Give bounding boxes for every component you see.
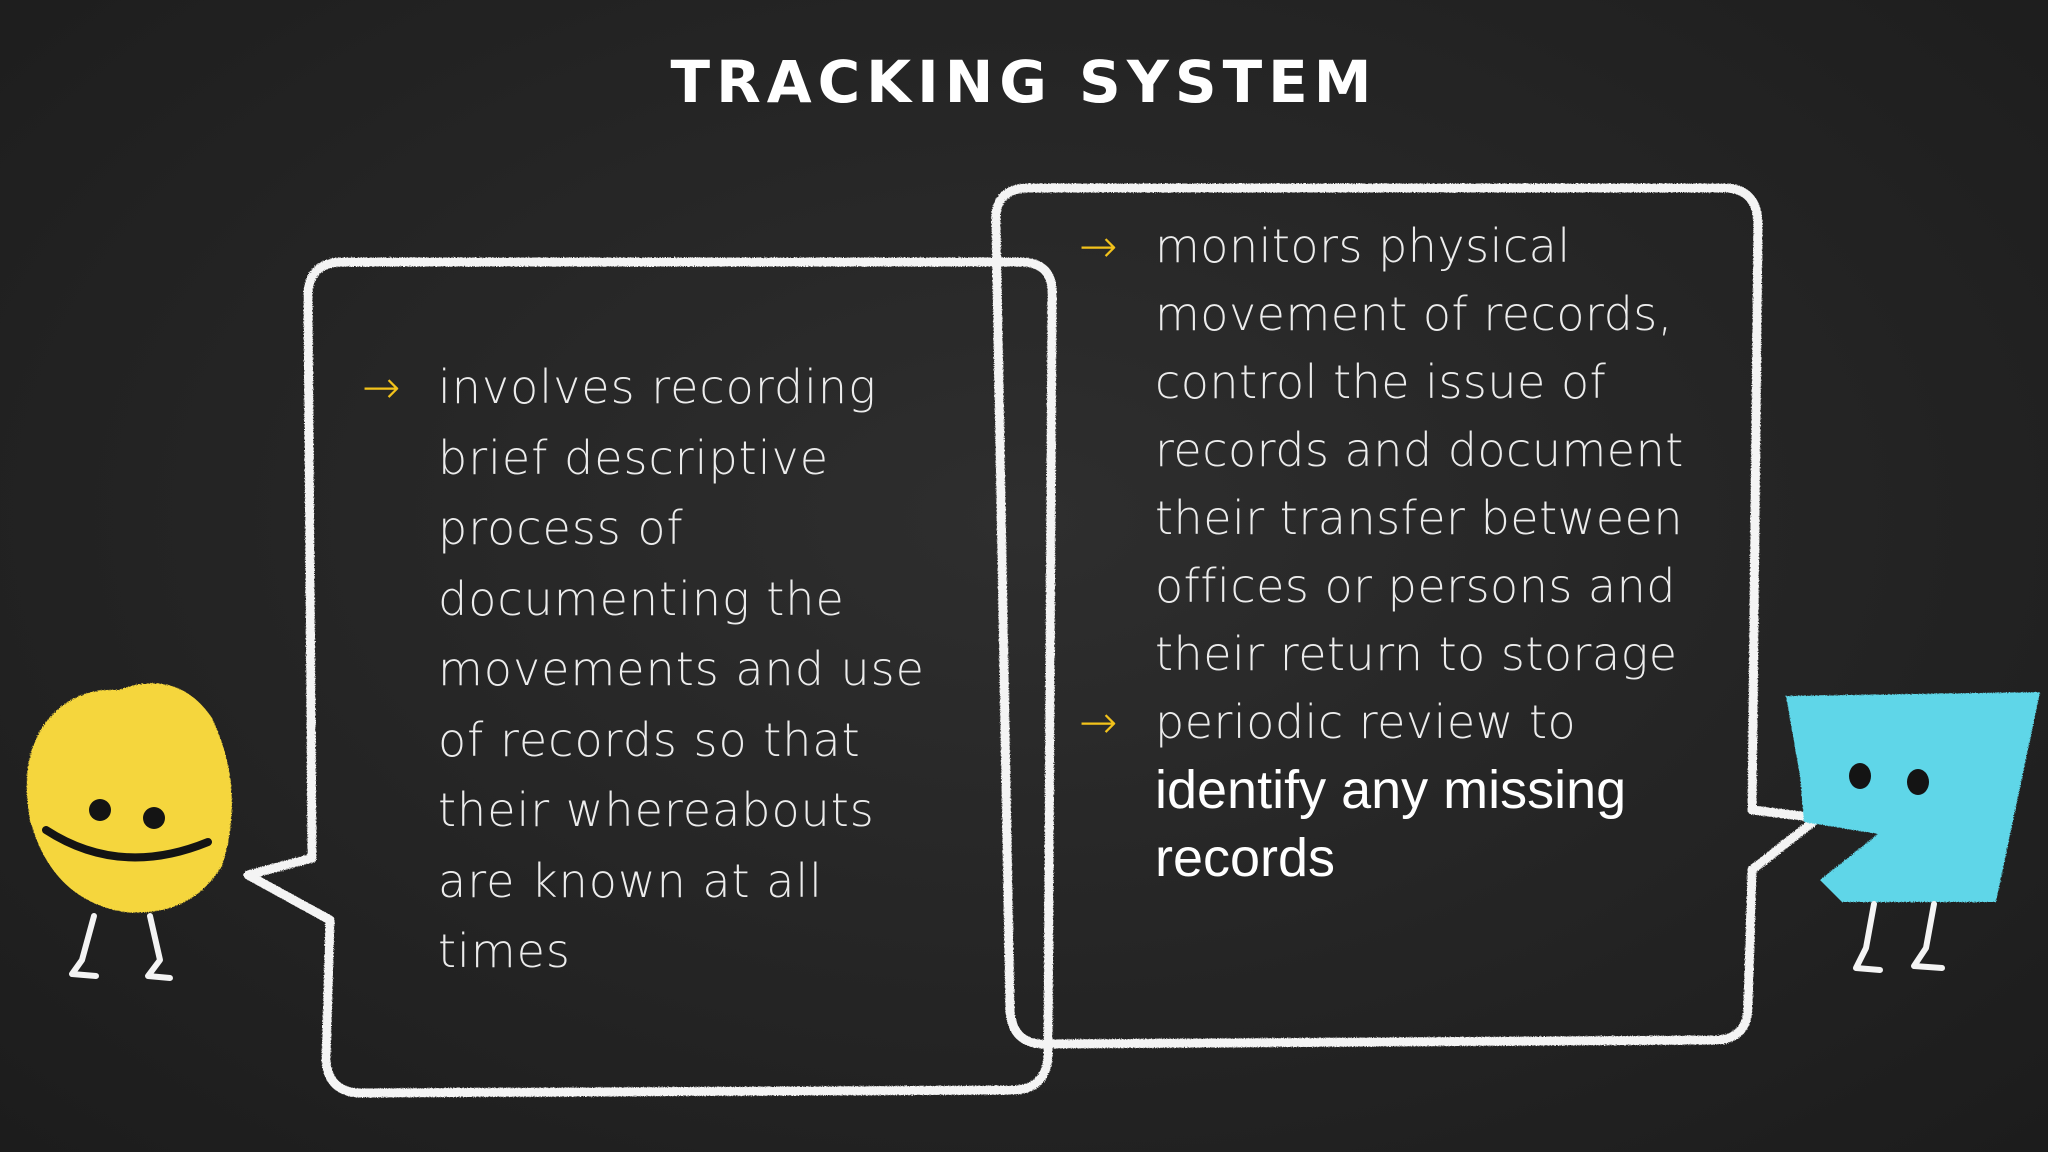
right-leg xyxy=(145,913,173,981)
right-bullet-2-emphasis: identify any missing records xyxy=(1155,760,1627,888)
left-eye xyxy=(89,799,111,821)
right-bullet-2: → periodic review to identify any missin… xyxy=(1079,688,1715,892)
left-bubble-content: → involves recording brief descriptive p… xyxy=(362,352,958,987)
right-speech-bubble xyxy=(991,183,1823,1049)
left-bullet: → involves recording brief descriptive p… xyxy=(362,352,958,987)
right-eye xyxy=(143,807,165,829)
left-speech-bubble xyxy=(243,257,1057,1098)
left-eye xyxy=(1849,763,1871,789)
left-leg xyxy=(69,913,99,979)
right-bullet-1: → monitors physical movement of records,… xyxy=(1079,212,1715,688)
right-leg xyxy=(1911,901,1945,971)
arrow-right-icon: → xyxy=(1079,695,1119,749)
blue-square-character xyxy=(1786,692,2040,973)
right-bullet-2-lead: periodic review to xyxy=(1155,695,1577,749)
arrow-right-icon: → xyxy=(362,360,402,414)
yellow-body xyxy=(26,683,232,913)
smile xyxy=(42,826,212,862)
yellow-blob-character xyxy=(26,683,232,981)
left-leg xyxy=(1853,901,1883,973)
slide-title: Tracking System xyxy=(670,48,1378,116)
right-bullet-1-text: monitors physical movement of records, c… xyxy=(1155,219,1684,681)
arrow-right-icon: → xyxy=(1079,219,1119,273)
blue-body xyxy=(1786,692,2040,902)
right-eye xyxy=(1907,769,1929,795)
right-bubble-content: → monitors physical movement of records,… xyxy=(1079,212,1715,892)
left-bullet-text: involves recording brief descriptive pro… xyxy=(438,360,925,978)
